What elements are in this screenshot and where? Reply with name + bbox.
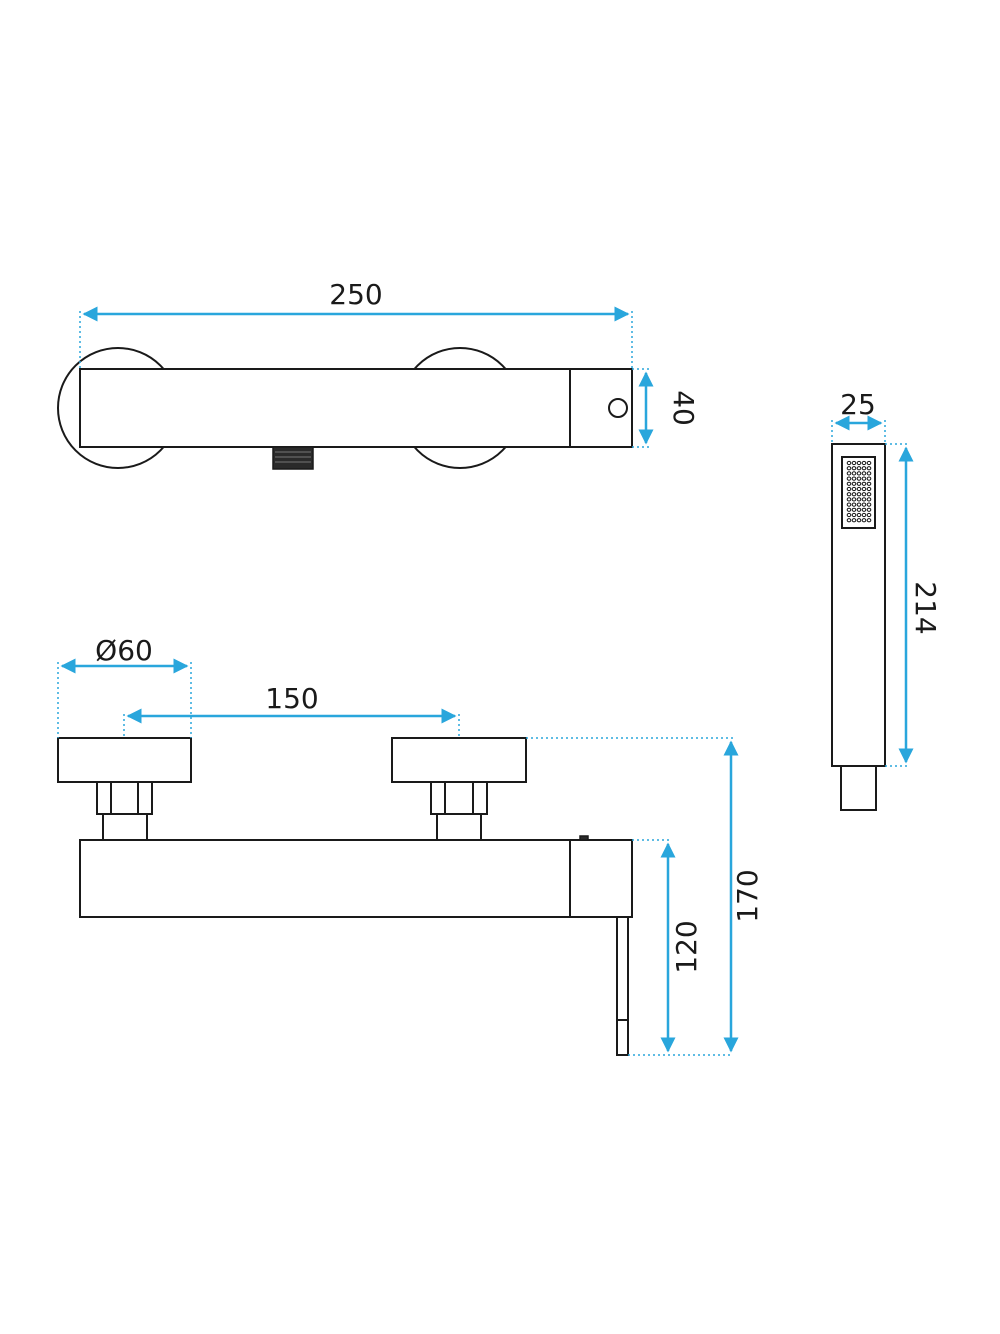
nozzle-hole (856, 502, 862, 507)
dim-label-250: 250 (329, 278, 382, 311)
nozzle-hole (846, 497, 852, 502)
nozzle-hole (866, 476, 872, 481)
lever-pivot (608, 398, 628, 418)
nozzle-hole (861, 481, 867, 486)
shower-connector (840, 765, 877, 811)
nozzle-hole (856, 460, 862, 466)
nozzle-hole (851, 486, 857, 492)
nozzle-hole (866, 502, 872, 507)
nut-left (96, 781, 153, 815)
nozzle-hole (846, 486, 852, 492)
nozzle-hole (851, 460, 857, 466)
nozzle-hole (846, 481, 852, 486)
nozzle-hole (856, 492, 862, 497)
nozzle-hole (851, 512, 857, 518)
dim-label-diameter: Ø60 (95, 634, 153, 667)
nozzle-hole (851, 497, 857, 502)
nozzle-hole (846, 466, 852, 471)
nozzle-hole (851, 471, 857, 476)
nozzle-hole (866, 492, 872, 497)
thread-lines (275, 451, 311, 463)
nozzle-hole (851, 492, 857, 497)
nozzle-hole (866, 507, 872, 512)
stem-right (436, 813, 482, 841)
nozzle-hole (856, 466, 862, 471)
nozzle-hole (856, 507, 862, 512)
nozzle-hole (861, 502, 867, 507)
nozzle-hole (856, 476, 862, 481)
nozzle-hole (846, 512, 852, 518)
hand-shower-view: 25 214 (831, 388, 942, 811)
nozzle-hole (846, 518, 852, 523)
nozzle-hole (846, 471, 852, 476)
nozzle-hole (866, 471, 872, 476)
nozzle-hole (856, 512, 862, 518)
nozzle-hole (851, 476, 857, 481)
shower-nozzle-grid (846, 460, 872, 523)
nozzle-hole (866, 497, 872, 502)
nozzle-hole (866, 518, 872, 523)
nozzle-hole (846, 502, 852, 507)
nozzle-hole (861, 486, 867, 492)
dim-label-170: 170 (731, 869, 764, 922)
mixer-body-top (79, 368, 633, 448)
nozzle-hole (861, 492, 867, 497)
nozzle-hole (861, 512, 867, 518)
nozzle-hole (856, 471, 862, 476)
nozzle-hole (866, 486, 872, 492)
nozzle-hole (861, 518, 867, 523)
dim-label-214: 214 (909, 581, 942, 634)
lever-nub (579, 835, 589, 841)
nozzle-hole (851, 507, 857, 512)
nozzle-hole (851, 481, 857, 486)
nozzle-hole (846, 460, 852, 466)
nozzle-hole (861, 466, 867, 471)
top-view: 250 40 (57, 278, 700, 470)
dim-label-120: 120 (670, 920, 703, 973)
nozzle-hole (861, 460, 867, 466)
stem-left (102, 813, 148, 841)
nozzle-hole (861, 507, 867, 512)
nozzle-hole (856, 486, 862, 492)
outlet-thread-top (272, 446, 314, 470)
front-view: Ø60 150 170 120 (57, 634, 764, 1056)
nozzle-hole (846, 476, 852, 481)
nozzle-hole (851, 502, 857, 507)
nozzle-hole (856, 497, 862, 502)
nozzle-hole (856, 481, 862, 486)
lever-handle[interactable] (616, 916, 629, 1056)
mixer-body-front (79, 839, 633, 918)
dim-label-25: 25 (840, 388, 876, 421)
nozzle-hole (866, 466, 872, 471)
nozzle-hole (866, 460, 872, 466)
nozzle-hole (846, 492, 852, 497)
nozzle-hole (846, 507, 852, 512)
nozzle-hole (866, 481, 872, 486)
nut-right (430, 781, 488, 815)
nozzle-hole (866, 512, 872, 518)
nozzle-hole (861, 471, 867, 476)
dim-label-40: 40 (667, 390, 700, 426)
nozzle-hole (861, 476, 867, 481)
flange-left-front (57, 737, 192, 783)
nozzle-hole (851, 466, 857, 471)
nozzle-hole (851, 518, 857, 523)
dim-label-150: 150 (265, 682, 318, 715)
nozzle-hole (856, 518, 862, 523)
nozzle-hole (861, 497, 867, 502)
flange-right-front (391, 737, 527, 783)
